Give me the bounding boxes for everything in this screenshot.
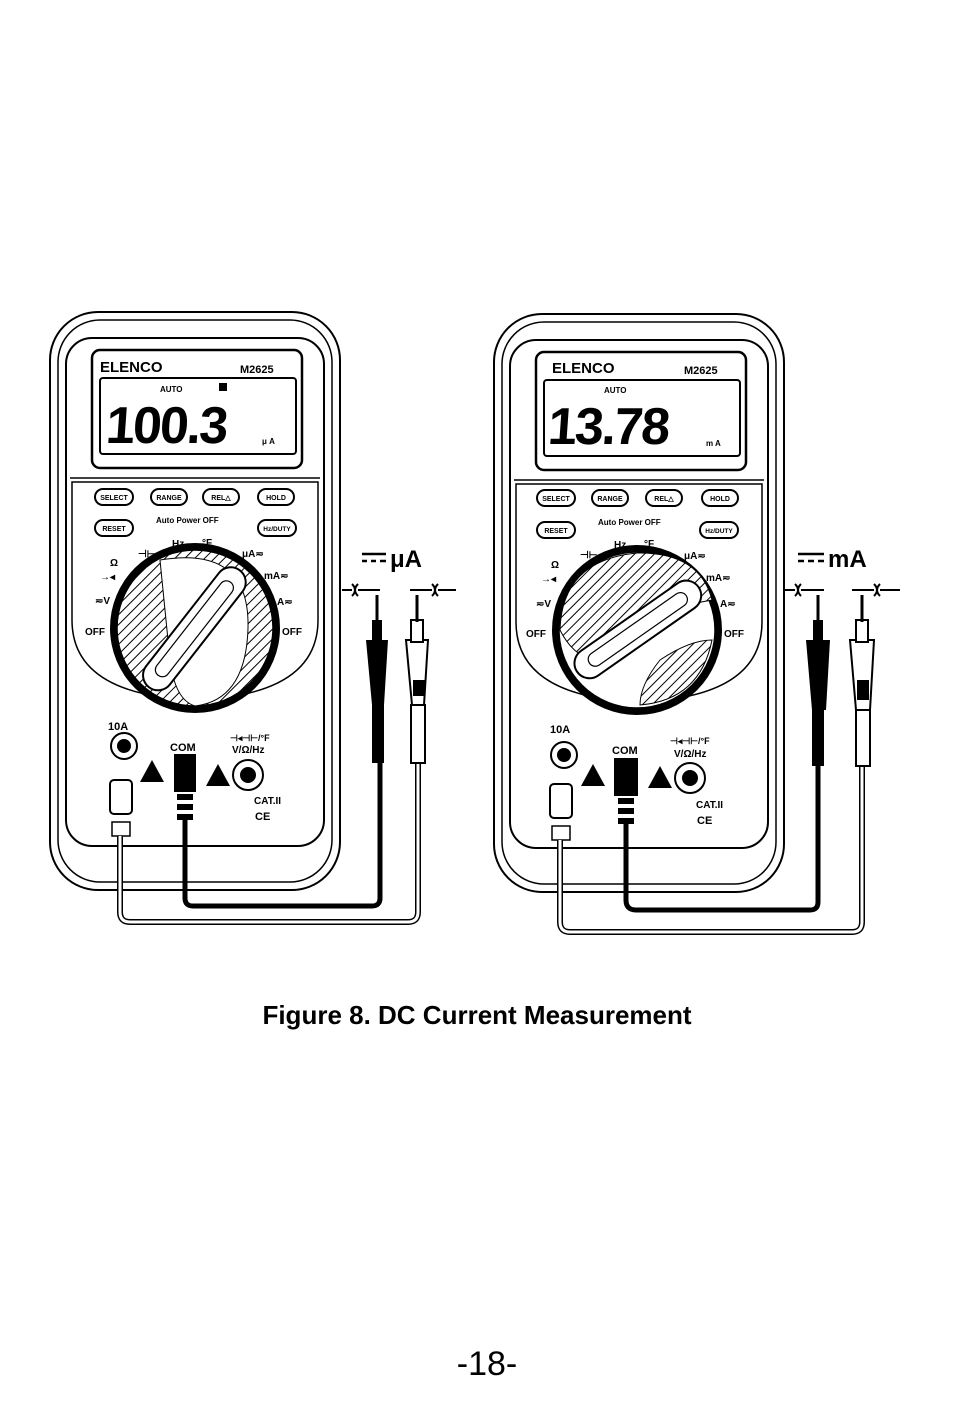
jack-vohm-label: V/Ω/Hz	[232, 745, 264, 756]
range-label: mA	[828, 546, 867, 573]
dial-ohm: Ω	[551, 560, 559, 571]
dial-hz: Hz	[172, 539, 184, 550]
dial-off-left: OFF	[85, 627, 105, 638]
reset-button[interactable]: RESET	[94, 519, 134, 537]
dial-ma: mA≂	[264, 571, 289, 582]
lcd-unit: m A	[706, 439, 721, 448]
jack-com-label: COM	[612, 745, 638, 757]
range-button[interactable]: RANGE	[150, 488, 188, 506]
cat-rating-label: CAT.II	[696, 800, 723, 811]
brand-label: ELENCO	[100, 359, 163, 376]
auto-power-off-label: Auto Power OFF	[156, 516, 219, 525]
dial-fahrenheit: °F	[644, 539, 654, 550]
rotary-dial[interactable]	[552, 545, 722, 715]
hold-button-label: HOLD	[710, 496, 730, 503]
rel-button[interactable]: REL△	[202, 488, 240, 506]
select-button[interactable]: SELECT	[94, 488, 134, 506]
hz-duty-button-label: Hz/DUTY	[705, 528, 733, 535]
range-button-label: RANGE	[597, 496, 623, 503]
dial-fahrenheit: °F	[202, 538, 212, 549]
range-button-label: RANGE	[156, 495, 182, 502]
jack-vohm[interactable]	[232, 759, 264, 791]
lcd-reading: 100.3	[104, 397, 229, 455]
model-label: M2625	[684, 365, 718, 377]
figure-caption: Figure 8. DC Current Measurement	[262, 1000, 692, 1030]
hz-duty-button[interactable]: Hz/DUTY	[257, 519, 297, 537]
jack-10a[interactable]	[550, 741, 578, 769]
dial-diode: →◂	[100, 572, 116, 583]
ce-mark: CE	[697, 815, 712, 827]
dial-hz: Hz	[614, 540, 626, 551]
hz-duty-button[interactable]: Hz/DUTY	[699, 521, 739, 539]
dc-symbol-icon	[798, 552, 824, 563]
select-button-label: SELECT	[542, 496, 570, 503]
dial-off-right: OFF	[724, 629, 744, 640]
jack-com-label: COM	[170, 742, 196, 754]
jack-10a-label: 10A	[550, 724, 570, 736]
ce-mark: CE	[255, 811, 270, 823]
dial-ma: mA≂	[706, 573, 731, 584]
hold-button[interactable]: HOLD	[701, 489, 739, 507]
warning-triangle-icon	[206, 764, 230, 786]
jack-vohm-label: V/Ω/Hz	[674, 749, 706, 760]
dial-volts: ≂V	[95, 596, 110, 607]
range-label: μA	[390, 546, 422, 573]
dial-ua: μA≂	[684, 551, 706, 562]
warning-triangle-icon	[648, 766, 672, 788]
dial-ohm: Ω	[110, 558, 118, 569]
lcd-mode: AUTO	[604, 386, 627, 395]
figure-dc-current: ELENCO M2625 AUTO 100.3 μ A SELECT RANGE…	[49, 311, 900, 935]
dial-cap: ⊣⊢	[580, 550, 598, 561]
auto-power-off-label: Auto Power OFF	[598, 518, 661, 527]
dial-volts: ≂V	[536, 599, 551, 610]
page-number: -18-	[456, 1345, 518, 1383]
hold-button[interactable]: HOLD	[257, 488, 295, 506]
lcd-mode: AUTO	[160, 385, 183, 394]
select-button[interactable]: SELECT	[536, 489, 576, 507]
dial-cap: ⊣⊢	[138, 549, 156, 560]
rotary-dial[interactable]	[110, 543, 280, 713]
reset-button-label: RESET	[102, 526, 126, 533]
rel-button-label: REL△	[654, 496, 674, 503]
reset-button-label: RESET	[544, 528, 568, 535]
hold-button-label: HOLD	[266, 495, 286, 502]
rel-button-label: REL△	[211, 495, 231, 502]
brand-label: ELENCO	[552, 360, 615, 377]
dial-off-left: OFF	[526, 629, 546, 640]
dial-diode: →◂	[541, 574, 557, 585]
select-button-label: SELECT	[100, 495, 128, 502]
jack-vohm[interactable]	[674, 762, 706, 794]
cat-rating-label: CAT.II	[254, 796, 281, 807]
warning-triangle-icon	[581, 764, 605, 786]
range-button[interactable]: RANGE	[591, 489, 629, 507]
multimeter-1: ELENCO M2625 AUTO 100.3 μ A SELECT RANGE…	[49, 311, 456, 925]
lcd-reading: 13.78	[546, 398, 671, 456]
dial-off-right: OFF	[282, 627, 302, 638]
rel-button[interactable]: REL△	[645, 489, 683, 507]
jack-10a-label: 10A	[108, 721, 128, 733]
jack-10a[interactable]	[110, 732, 138, 760]
dial-amp: A≂	[720, 599, 736, 610]
jack-vohm-symbols: ⊣◂⊣⊢/°F	[230, 733, 270, 743]
dial-ua: μA≂	[242, 549, 264, 560]
warning-triangle-icon	[140, 760, 164, 782]
multimeter-2: ELENCO M2625 AUTO 13.78 m A SELECT RANGE…	[493, 313, 900, 935]
dial-amp: A≂	[277, 597, 293, 608]
dc-symbol-icon	[362, 552, 386, 563]
jack-vohm-symbols: ⊣◂⊣⊢/°F	[670, 736, 710, 746]
reset-button[interactable]: RESET	[536, 521, 576, 539]
model-label: M2625	[240, 364, 274, 376]
lcd-unit: μ A	[262, 437, 275, 446]
hz-duty-button-label: Hz/DUTY	[263, 526, 291, 533]
